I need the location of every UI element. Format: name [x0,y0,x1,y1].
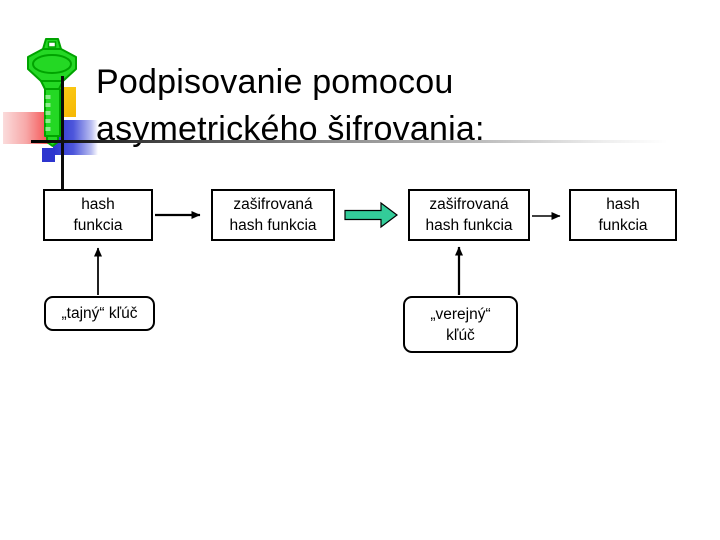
flow-box-zasifrovana-hash-funkcia-1: zašifrovaná hash funkcia [211,189,335,241]
key-box-verejny-kluc: „verejný“ kľúč [403,296,518,353]
flow-box-hash-funkcia-1: hash funkcia [43,189,153,241]
title-divider-line [31,140,668,143]
blue-square-step-icon [42,148,55,162]
key-box-tajny-kluc: „tajný“ kľúč [44,296,155,331]
logo-vertical-line [61,76,64,193]
key-logo [0,30,110,193]
key-icon [27,38,77,147]
slide-title: Podpisovanie pomocou asymetrického šifro… [96,62,485,148]
flow-box-zasifrovana-hash-funkcia-2: zašifrovaná hash funkcia [408,189,530,241]
flow-box-hash-funkcia-2: hash funkcia [569,189,677,241]
block-arrow-transfer [344,201,398,229]
